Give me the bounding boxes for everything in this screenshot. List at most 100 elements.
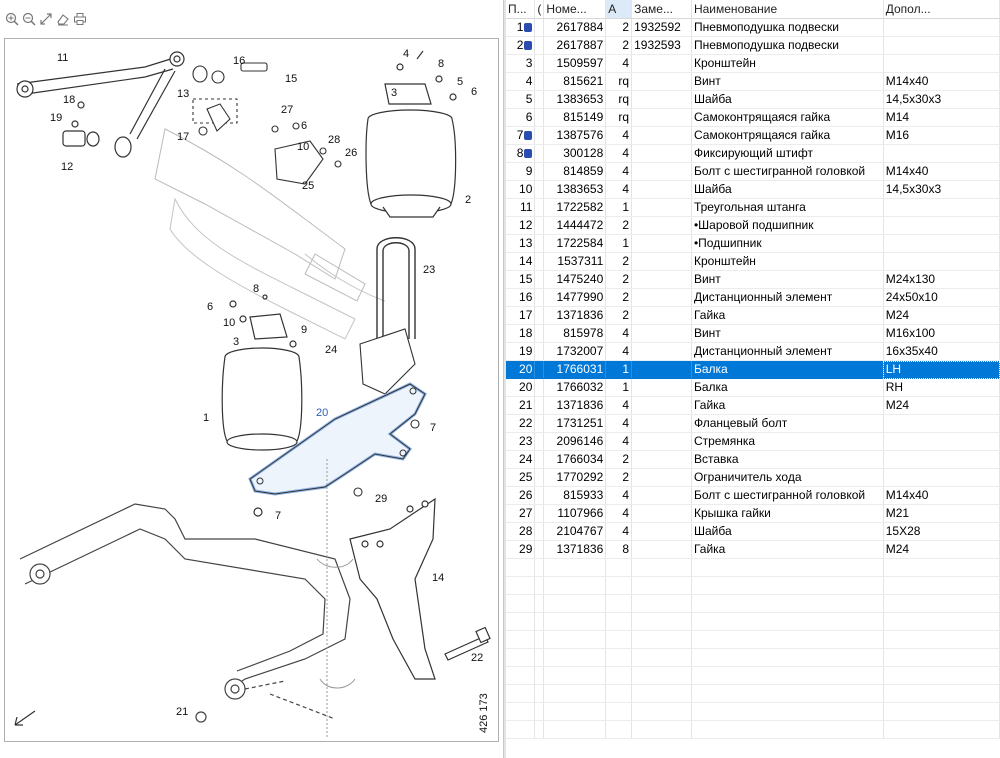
cell-flag (534, 378, 545, 397)
empty-row[interactable] (506, 702, 1000, 721)
cell-pos: 6 (506, 108, 536, 127)
col-header-pos[interactable]: П... (506, 0, 536, 19)
info-icon[interactable] (524, 131, 533, 141)
cell-name: Вставка (691, 450, 884, 469)
cell-num: 1766032 (543, 378, 607, 397)
cell-repl (631, 324, 692, 343)
empty-cell (506, 576, 536, 595)
cell-qty: 2 (605, 216, 633, 235)
empty-row[interactable] (506, 648, 1000, 667)
cell-repl (631, 432, 692, 451)
cell-flag (534, 270, 545, 289)
cell-flag (534, 360, 545, 379)
empty-row[interactable] (506, 630, 1000, 649)
cell-repl (631, 162, 692, 181)
callout-2: 2 (465, 194, 471, 206)
zoom-in-icon[interactable] (4, 11, 19, 26)
cell-repl (631, 270, 692, 289)
zoom-out-icon[interactable] (21, 11, 36, 26)
cell-pos: 14 (506, 252, 536, 271)
info-icon[interactable] (524, 23, 533, 33)
cell-repl (631, 144, 692, 163)
info-icon[interactable] (524, 149, 533, 159)
empty-cell (605, 684, 633, 703)
cell-name: Ограничитель хода (691, 468, 884, 487)
parts-list-pane: П... ( Номе... А Заме... Наименование До… (506, 0, 1000, 758)
empty-row[interactable] (506, 558, 1000, 577)
eraser-icon[interactable] (55, 11, 70, 26)
cell-num: 1477990 (543, 288, 607, 307)
callout-27: 27 (281, 104, 293, 116)
col-header-name[interactable]: Наименование (691, 0, 884, 19)
empty-row[interactable] (506, 612, 1000, 631)
callout-16: 16 (233, 55, 245, 67)
empty-row[interactable] (506, 666, 1000, 685)
cell-dim: 14,5x30x3 (883, 90, 1000, 109)
empty-row[interactable] (506, 684, 1000, 703)
cell-qty: 4 (605, 414, 633, 433)
callout-23: 23 (423, 264, 435, 276)
cell-pos: 23 (506, 432, 536, 451)
col-header-qty[interactable]: А (605, 0, 633, 19)
empty-row[interactable] (506, 594, 1000, 613)
cell-pos: 3 (506, 54, 536, 73)
cell-qty: 2 (605, 270, 633, 289)
cell-qty: 4 (605, 432, 633, 451)
empty-row[interactable] (506, 720, 1000, 739)
col-header-number[interactable]: Номе... (543, 0, 607, 19)
cell-repl (631, 252, 692, 271)
cell-name: Балка (691, 378, 884, 397)
empty-cell (883, 594, 1000, 613)
pane-splitter[interactable] (503, 0, 506, 758)
info-icon[interactable] (524, 41, 533, 51)
cell-dim: M24x130 (883, 270, 1000, 289)
empty-row[interactable] (506, 576, 1000, 595)
col-header-extra[interactable]: Допол... (883, 0, 1000, 19)
cell-dim: M24 (883, 396, 1000, 415)
empty-cell (883, 576, 1000, 595)
col-header-flag[interactable]: ( (534, 0, 545, 19)
cell-num: 1537311 (543, 252, 607, 271)
empty-cell (883, 612, 1000, 631)
cell-name: Болт с шестигранной головкой (691, 486, 884, 505)
fit-icon[interactable] (38, 11, 53, 26)
empty-cell (691, 720, 884, 739)
exploded-parts-diagram[interactable]: 11 16 15 13 18 19 12 17 27 6 10 28 26 25… (5, 39, 498, 741)
print-icon[interactable] (72, 11, 87, 26)
cell-qty: 2 (605, 468, 633, 487)
empty-cell (543, 558, 607, 577)
col-header-replacement[interactable]: Заме... (631, 0, 692, 19)
cell-name: Треугольная штанга (691, 198, 884, 217)
cell-qty: 2 (605, 252, 633, 271)
